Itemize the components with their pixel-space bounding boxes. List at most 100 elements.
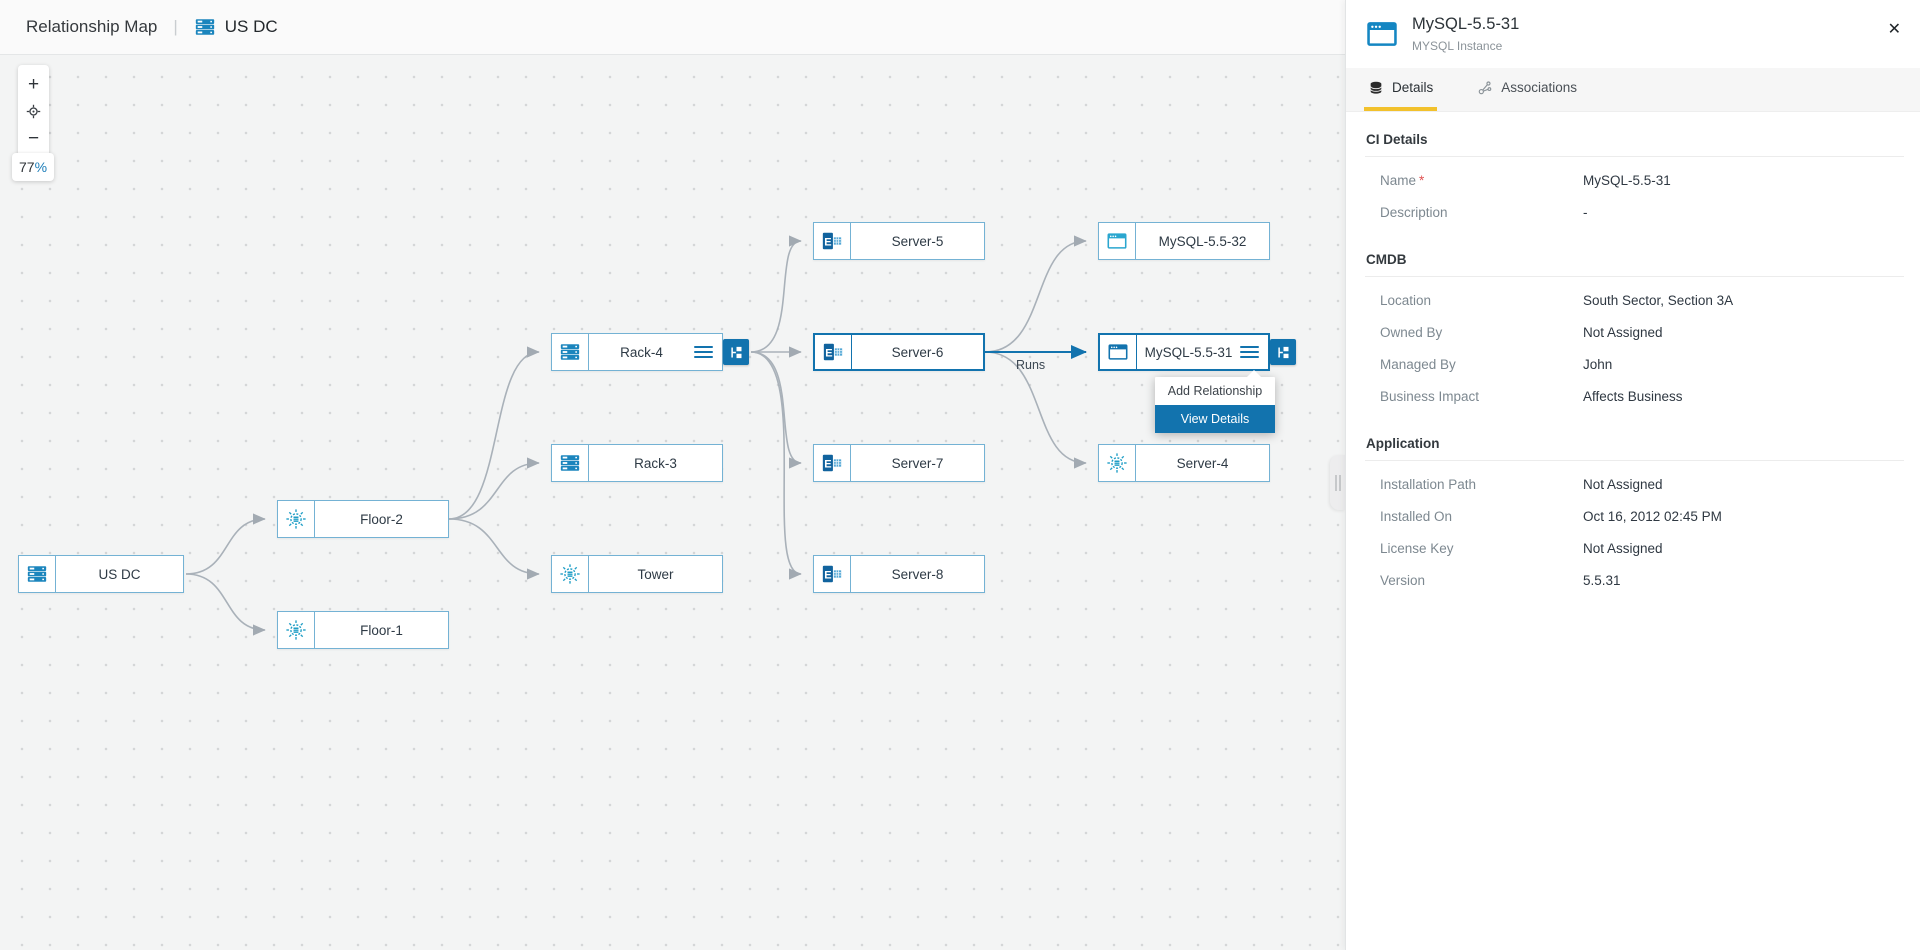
detail-row: Location South Sector, Section 3A <box>1365 284 1904 316</box>
expand-tree-button[interactable] <box>1270 339 1296 365</box>
node-label: Server-7 <box>891 455 944 471</box>
detail-row: Owned By Not Assigned <box>1365 316 1904 348</box>
field-label: Name <box>1380 172 1417 188</box>
detail-row: Name* MySQL-5.5-31 <box>1365 164 1904 196</box>
svg-text:E: E <box>824 569 831 581</box>
section-heading: CI Details <box>1365 132 1904 157</box>
detail-row: Installation Path Not Assigned <box>1365 468 1904 500</box>
svg-text:E: E <box>824 236 831 248</box>
node-server-4[interactable]: Server-4 <box>1098 444 1270 482</box>
field-label: License Key <box>1380 540 1454 556</box>
node-label: Server-5 <box>891 233 944 249</box>
node-label: Rack-3 <box>634 455 677 471</box>
rack-icon <box>552 334 589 370</box>
node-rack-4[interactable]: Rack-4 <box>551 333 723 371</box>
detail-row: Installed On Oct 16, 2012 02:45 PM <box>1365 500 1904 532</box>
node-rack-3[interactable]: Rack-3 <box>551 444 723 482</box>
floor-icon <box>1099 445 1136 481</box>
node-server-5[interactable]: E Server-5 <box>813 222 985 260</box>
node-mysql-5-5-31[interactable]: MySQL-5.5-31 <box>1098 333 1270 371</box>
node-floor-1[interactable]: Floor-1 <box>277 611 449 649</box>
node-label: Server-4 <box>1176 455 1229 471</box>
svg-text:E: E <box>824 458 831 470</box>
rack-icon <box>19 556 56 592</box>
detail-row: Managed By John <box>1365 348 1904 380</box>
server-e-icon: E <box>814 223 851 259</box>
rack-icon <box>194 16 216 38</box>
menu-item-add-relationship[interactable]: Add Relationship <box>1167 384 1263 398</box>
server-e-icon: E <box>815 335 852 369</box>
svg-text:E: E <box>825 347 832 359</box>
field-value: Oct 16, 2012 02:45 PM <box>1583 508 1722 524</box>
detail-row: Description - <box>1365 196 1904 228</box>
field-value: - <box>1583 204 1588 220</box>
app-window-icon <box>1099 223 1136 259</box>
tab-details[interactable]: Details <box>1364 68 1438 111</box>
field-value: Affects Business <box>1583 388 1683 404</box>
zoom-level-badge: 77% <box>12 153 54 181</box>
node-label: Floor-2 <box>360 511 403 527</box>
node-tower[interactable]: Tower <box>551 555 723 593</box>
app-window-icon <box>1100 335 1137 369</box>
field-label: Installed On <box>1380 508 1453 524</box>
field-label: Installation Path <box>1380 476 1477 492</box>
menu-item-view-details[interactable]: View Details <box>1155 405 1275 433</box>
node-label: MySQL-5.5-32 <box>1158 233 1247 249</box>
field-value: Not Assigned <box>1583 540 1663 556</box>
edge-label-runs: Runs <box>1016 358 1046 372</box>
node-menu-icon[interactable] <box>1240 343 1259 361</box>
field-value: Not Assigned <box>1583 324 1663 340</box>
map-name: US DC <box>224 17 278 36</box>
node-label: Tower <box>637 566 674 582</box>
server-e-icon: E <box>814 556 851 592</box>
panel-tabs: Details Associations <box>1346 68 1920 112</box>
field-label: Description <box>1380 204 1448 220</box>
field-value: MySQL-5.5-31 <box>1583 172 1671 188</box>
ci-type: MYSQL Instance <box>1412 39 1503 53</box>
node-server-8[interactable]: E Server-8 <box>813 555 985 593</box>
field-value: Not Assigned <box>1583 476 1663 492</box>
node-label: Server-8 <box>891 566 944 582</box>
node-menu-icon[interactable] <box>694 343 713 361</box>
node-floor-2[interactable]: Floor-2 <box>277 500 449 538</box>
section-heading: Application <box>1365 436 1904 461</box>
field-value: South Sector, Section 3A <box>1583 292 1734 308</box>
associations-icon <box>1477 80 1493 96</box>
close-icon[interactable]: ✕ <box>1887 21 1901 38</box>
node-server-7[interactable]: E Server-7 <box>813 444 985 482</box>
floor-icon <box>552 556 589 592</box>
field-value: 5.5.31 <box>1583 572 1621 588</box>
edges-layer <box>185 235 1087 636</box>
node-us-dc[interactable]: US DC <box>18 555 184 593</box>
tab-associations[interactable]: Associations <box>1473 68 1581 111</box>
detail-row: Business Impact Affects Business <box>1365 380 1904 412</box>
panel-body: CI Details Name* MySQL-5.5-31 Descriptio… <box>1346 112 1920 598</box>
expand-tree-button[interactable] <box>723 339 749 365</box>
node-label: MySQL-5.5-31 <box>1144 344 1233 360</box>
details-panel: MySQL-5.5-31 MYSQL Instance ✕ Details As… <box>1345 0 1920 950</box>
detail-row: Version 5.5.31 <box>1365 564 1904 596</box>
node-mysql-5-5-32[interactable]: MySQL-5.5-32 <box>1098 222 1270 260</box>
relationship-map-canvas[interactable]: + − 77% US DC Floor-2 Floor-1 Rack-4 Rac… <box>0 55 1345 950</box>
floor-icon <box>278 501 315 537</box>
panel-collapse-handle[interactable] <box>1330 455 1345 510</box>
section-heading: CMDB <box>1365 252 1904 277</box>
title-separator: | <box>173 17 178 36</box>
rack-icon <box>552 445 589 481</box>
tab-label: Details <box>1392 80 1434 95</box>
field-label: Owned By <box>1380 324 1443 340</box>
page-title: Relationship Map <box>26 17 158 36</box>
ci-title: MySQL-5.5-31 <box>1412 15 1520 33</box>
field-label: Location <box>1380 292 1432 308</box>
field-label: Version <box>1380 572 1426 588</box>
fit-to-screen-button[interactable] <box>18 98 49 125</box>
field-value: John <box>1583 356 1613 372</box>
node-server-6[interactable]: E Server-6 <box>813 333 985 371</box>
floor-icon <box>278 612 315 648</box>
zoom-in-button[interactable]: + <box>27 73 40 95</box>
node-label: Rack-4 <box>620 344 663 360</box>
zoom-out-button[interactable]: − <box>27 127 40 149</box>
panel-header: MySQL-5.5-31 MYSQL Instance ✕ <box>1346 0 1920 68</box>
database-icon <box>1368 80 1384 96</box>
field-label: Business Impact <box>1380 388 1480 404</box>
